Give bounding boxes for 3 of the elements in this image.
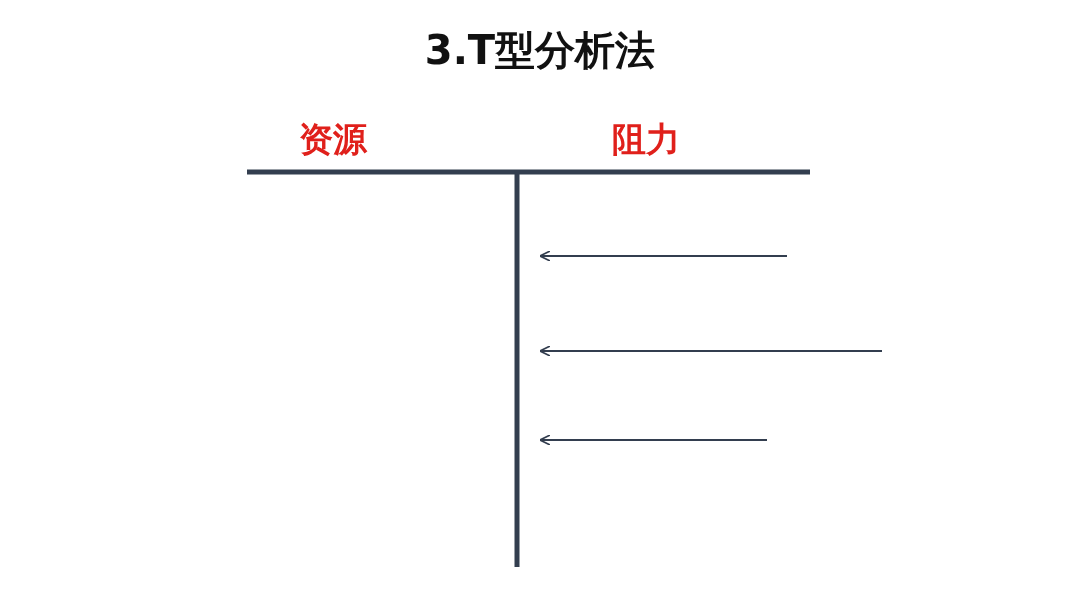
title: 3.T型分析法 — [424, 27, 656, 73]
column-heading: 阻力 — [612, 122, 680, 156]
column-heading: 资源 — [299, 122, 367, 156]
